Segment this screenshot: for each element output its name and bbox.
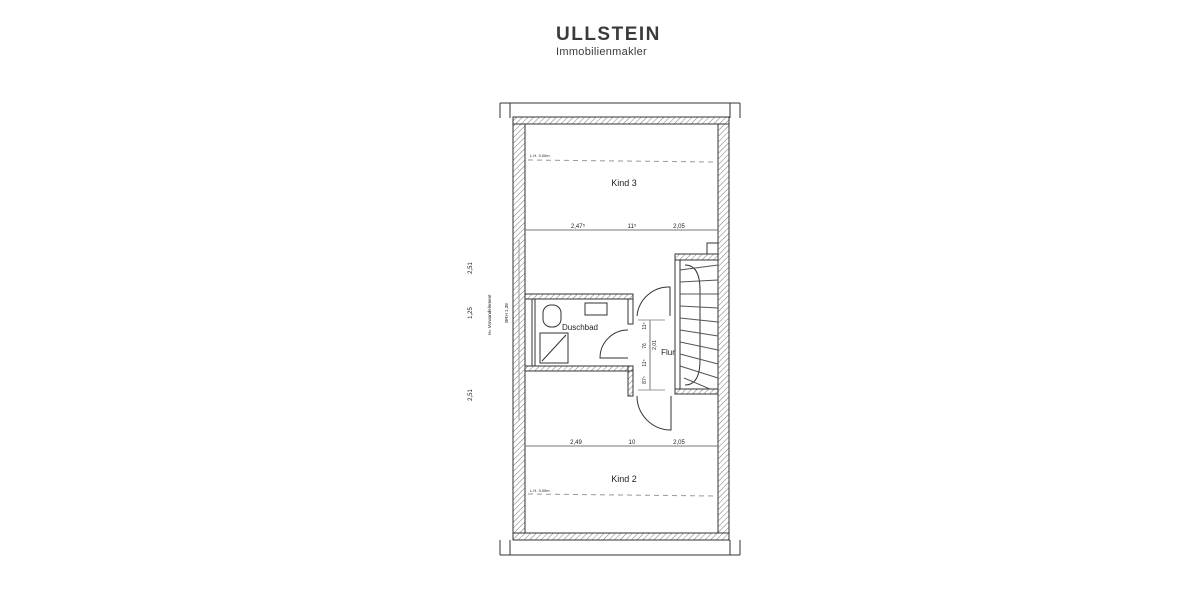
room-label-kind3: Kind 3 [611,178,637,188]
room-label-bath: Duschbad [562,323,598,332]
height-note-kind2: L.H. 3.00m [530,488,550,493]
toilet [542,304,562,328]
dim-hall-1: 11⁵ [642,322,648,329]
dim-left-3: 2,51 [468,389,474,401]
room-label-hall: Flur [661,348,675,357]
dim-hall-4: 87⁵ [642,376,648,384]
hall-door-top [636,286,671,317]
logo-title: ULLSTEIN [556,24,661,45]
bath-walls [524,293,634,397]
bath-door [599,329,629,359]
dim-bottom-2: 10 [629,440,636,446]
roof-bottom [499,540,741,556]
shower [539,332,569,364]
dim-top-1: 2,47⁵ [571,223,586,230]
dim-hall-2: 76 [642,343,648,349]
dim-top-2: 11⁵ [628,223,637,230]
logo-subtitle: Immobilienmakler [556,46,647,58]
sink [584,302,608,316]
dim-bottom-1: 2,49 [570,440,582,446]
dim-bottom-3: 2,05 [673,440,685,446]
height-note-kind3: L.H. 3.00m [530,153,550,158]
note-sill: BRH 1,38 [504,303,509,323]
hall-door-bottom [636,395,672,431]
room-label-kind2: Kind 2 [611,474,637,484]
roof-top [499,102,741,118]
dim-hall-total: 2,01 [652,340,658,350]
logo: ULLSTEIN Immobilienmakler [556,24,661,58]
staircase [636,242,719,431]
dim-top-3: 2,05 [673,224,685,230]
note-wall-element: H= Vorwandelement [487,294,492,335]
dim-hall-3: 11⁵ [642,359,648,366]
dim-left-1: 2,51 [468,262,474,274]
dim-left-2: 1,25 [468,307,474,319]
outer-walls [512,116,730,541]
